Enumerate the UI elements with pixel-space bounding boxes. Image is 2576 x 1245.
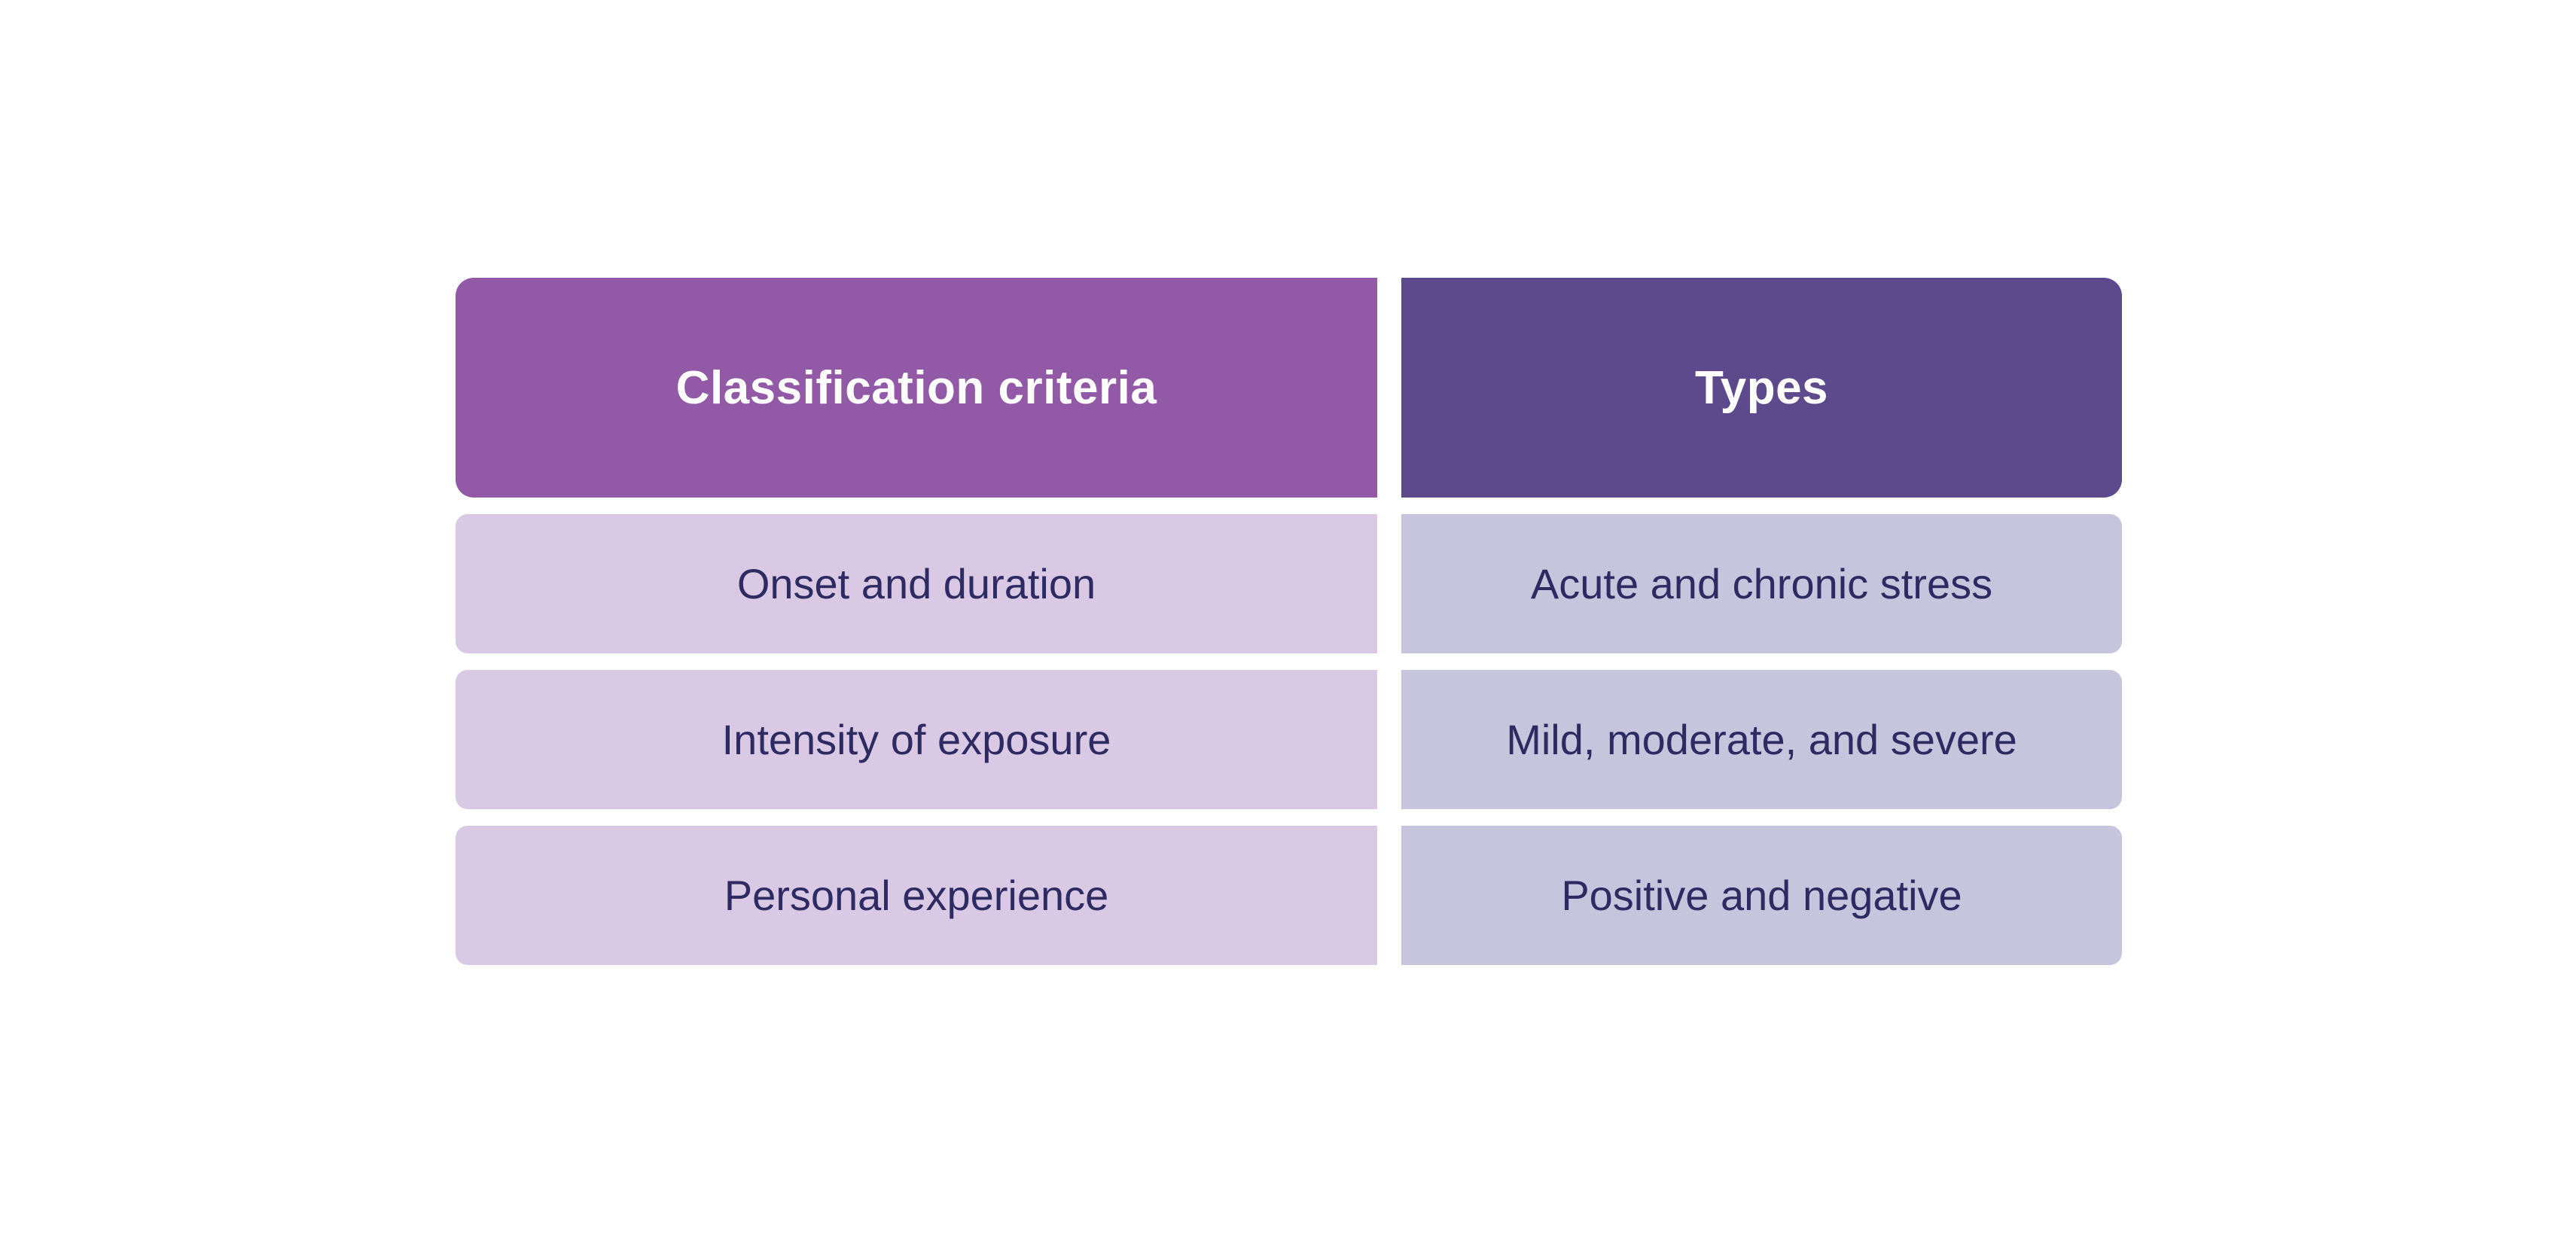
column-header-classification-criteria-label: Classification criteria	[675, 361, 1157, 414]
table-row-3-criteria-text: Personal experience	[724, 872, 1109, 919]
stress-classification-table: Classification criteria Types Onset and …	[456, 278, 2122, 965]
table-row-2-types-text: Mild, moderate, and severe	[1506, 716, 2017, 763]
table-row-2-criteria-text: Intensity of exposure	[721, 716, 1111, 763]
table-row-3-types-text: Positive and negative	[1561, 872, 1962, 919]
table-row-1-criteria-text: Onset and duration	[736, 560, 1096, 607]
table-row-3-types-cell: Positive and negative	[1401, 826, 2122, 965]
table-row-1-types-text: Acute and chronic stress	[1530, 560, 1993, 607]
table-row-1-criteria-cell: Onset and duration	[456, 514, 1377, 653]
table-row-3-criteria-cell: Personal experience	[456, 826, 1377, 965]
table-row-2-criteria-cell: Intensity of exposure	[456, 670, 1377, 809]
table-row-2-types-cell: Mild, moderate, and severe	[1401, 670, 2122, 809]
table-row-1-types-cell: Acute and chronic stress	[1401, 514, 2122, 653]
column-header-types-label: Types	[1694, 361, 1829, 414]
column-header-classification-criteria: Classification criteria	[456, 278, 1377, 498]
column-header-types: Types	[1401, 278, 2122, 498]
